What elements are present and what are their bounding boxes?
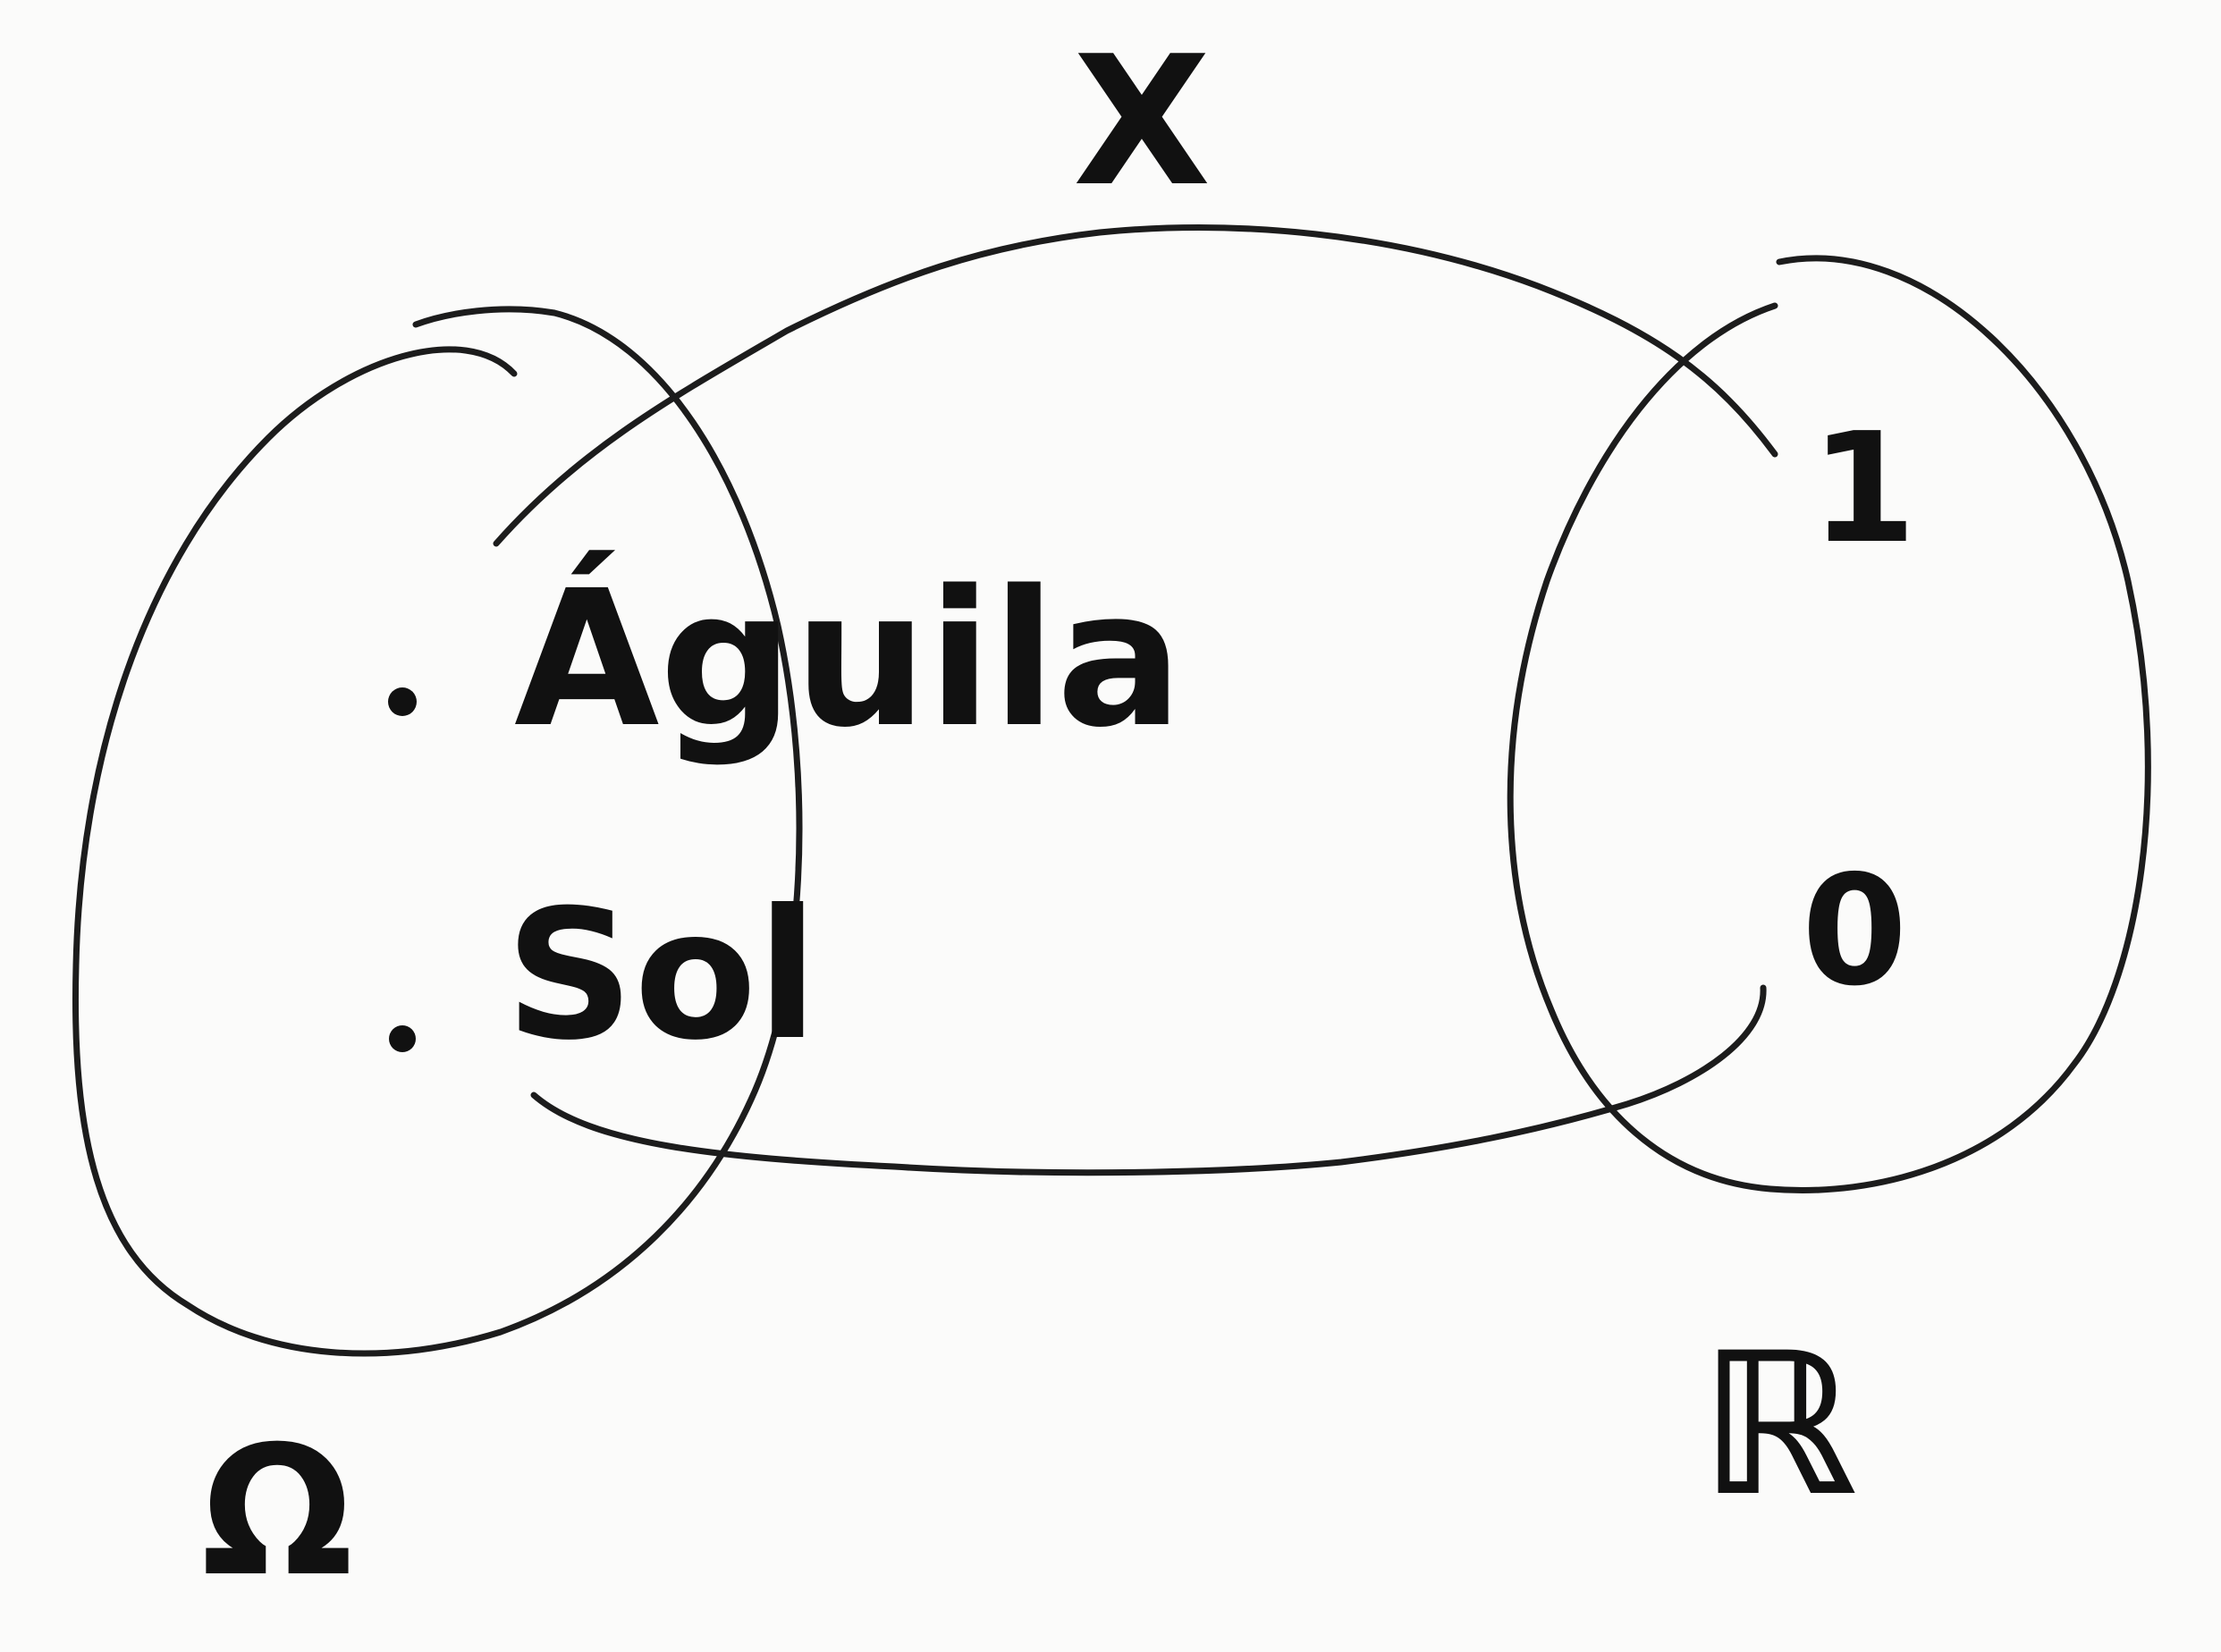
real-numbers-symbol: ℝ [1699, 1311, 1856, 1539]
real-numbers-ellipse [1507, 255, 2151, 1193]
outcome-aguila-label: Águila [514, 549, 1183, 769]
sample-space-symbol: Ω [201, 1408, 353, 1616]
outcome-sol-label: Sol [505, 872, 818, 1080]
outcome-aguila-point [388, 687, 417, 716]
outcome-sol-point [389, 1025, 416, 1052]
value-zero-label: 0 [1802, 843, 1907, 1020]
sample-space-ellipse [72, 306, 803, 1357]
mapping-curve-aguila-to-one [493, 224, 1778, 547]
value-one-label: 1 [1811, 400, 1916, 577]
mapping-name-label: X [1073, 18, 1211, 226]
mapping-curve-sol-to-zero [530, 984, 1767, 1176]
